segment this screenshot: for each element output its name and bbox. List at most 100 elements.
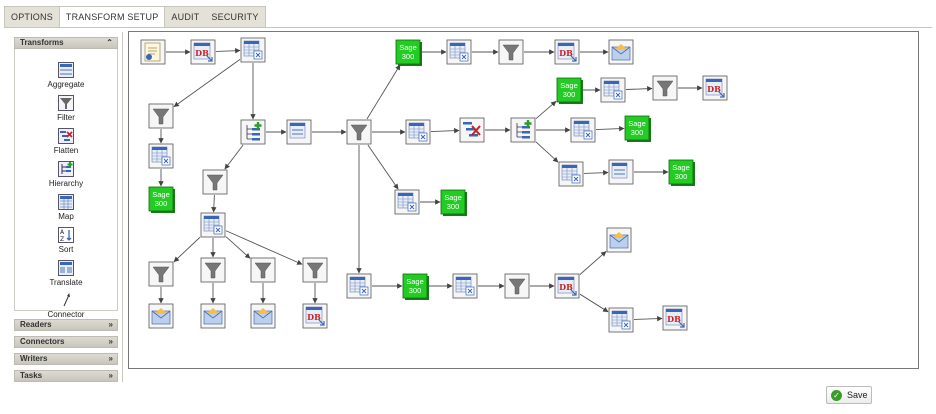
connector-line[interactable] <box>579 293 609 313</box>
connector-line[interactable] <box>625 85 653 92</box>
map-node[interactable] <box>405 119 431 145</box>
db-label: DB <box>195 48 209 58</box>
sage-label: 300 <box>402 52 415 61</box>
tool-connector[interactable]: Connector <box>15 292 117 319</box>
chevron-up-icon[interactable]: ⌃ <box>106 38 113 47</box>
tab-security[interactable]: SECURITY <box>211 12 259 22</box>
tool-label: Filter <box>57 113 75 122</box>
reader-node[interactable] <box>140 39 166 65</box>
filter-icon <box>204 262 222 279</box>
writers-section-header[interactable]: Writers » <box>14 353 118 365</box>
map-node[interactable] <box>240 37 266 63</box>
connector-line[interactable] <box>535 100 557 120</box>
db-node[interactable]: DB <box>190 39 216 65</box>
tool-translate[interactable]: Translate <box>15 260 117 287</box>
connector-line[interactable] <box>367 144 399 190</box>
chevron-down-icon[interactable]: » <box>108 320 113 329</box>
chevron-down-icon[interactable]: » <box>108 337 113 346</box>
save-button[interactable]: ✓ Save <box>826 386 872 404</box>
connector-line[interactable] <box>595 125 625 132</box>
filter-node[interactable] <box>498 39 524 65</box>
sort-icon: A Z <box>58 227 74 243</box>
db-node[interactable]: DB <box>554 39 580 65</box>
mail-node[interactable] <box>606 227 632 253</box>
filter-node[interactable] <box>200 257 226 283</box>
map-node[interactable] <box>452 273 478 299</box>
connector-line[interactable] <box>211 194 217 213</box>
map-node[interactable] <box>570 117 596 143</box>
filter-node[interactable] <box>504 273 530 299</box>
mail-node[interactable] <box>608 39 634 65</box>
filter-node[interactable] <box>302 257 328 283</box>
connector-line[interactable] <box>535 141 559 163</box>
connector-line[interactable] <box>633 315 663 322</box>
tab-audit[interactable]: AUDIT <box>171 12 200 22</box>
map-node[interactable] <box>346 273 372 299</box>
mail-node[interactable] <box>250 303 276 329</box>
map-node[interactable] <box>200 212 226 238</box>
map-node[interactable] <box>446 39 472 65</box>
db-node[interactable]: DB <box>662 305 688 331</box>
chevron-down-icon[interactable]: » <box>108 354 113 363</box>
tool-hierarchy[interactable]: Hierarchy <box>15 161 117 188</box>
filter-node[interactable] <box>148 261 174 287</box>
mail-node[interactable] <box>200 303 226 329</box>
chevron-down-icon[interactable]: » <box>108 371 113 380</box>
filter-node[interactable] <box>652 75 678 101</box>
transforms-section-header[interactable]: Transforms ⌃ <box>14 37 118 49</box>
tab-options[interactable]: OPTIONS <box>11 12 53 22</box>
translate-node[interactable] <box>608 159 634 185</box>
sage-label: 300 <box>447 202 460 211</box>
tool-map[interactable]: Map <box>15 194 117 221</box>
tool-aggregate[interactable]: Aggregate <box>15 62 117 89</box>
connector-line[interactable] <box>583 170 609 176</box>
filter-node[interactable] <box>346 119 372 145</box>
hierarchy-icon <box>246 122 262 141</box>
map-node[interactable] <box>600 77 626 103</box>
connectors-header-label: Connectors <box>20 337 65 346</box>
db-node[interactable]: DB <box>554 273 580 299</box>
filter-icon <box>508 278 526 295</box>
map-node[interactable] <box>148 143 174 169</box>
connector-line[interactable] <box>225 230 303 265</box>
readers-section-header[interactable]: Readers » <box>14 319 118 331</box>
connector-line[interactable] <box>224 144 244 170</box>
tool-filter[interactable]: Filter <box>15 95 117 122</box>
sage-label: Sage <box>560 81 578 90</box>
db-node[interactable]: DB <box>702 75 728 101</box>
hierarchy-node[interactable] <box>510 117 536 143</box>
flatten-node[interactable] <box>459 117 485 143</box>
filter-node[interactable] <box>202 169 228 195</box>
mail-node[interactable] <box>148 303 174 329</box>
tool-sort[interactable]: A Z Sort <box>15 227 117 254</box>
tasks-section-header[interactable]: Tasks » <box>14 370 118 382</box>
connector-line[interactable] <box>173 236 201 263</box>
map-node[interactable] <box>558 161 584 187</box>
connector-line[interactable] <box>225 236 251 259</box>
connector-line[interactable] <box>430 127 460 134</box>
connector-line[interactable] <box>173 58 241 108</box>
tab-transform-setup[interactable]: TRANSFORM SETUP <box>58 7 166 27</box>
hierarchy-node[interactable] <box>240 119 266 145</box>
connector-line[interactable] <box>366 64 401 120</box>
connectors-section-header[interactable]: Connectors » <box>14 336 118 348</box>
filter-node[interactable] <box>250 257 276 283</box>
db-node[interactable]: DB <box>302 303 328 329</box>
map-node[interactable] <box>608 307 634 333</box>
connector-line[interactable] <box>579 251 607 275</box>
connector-line[interactable] <box>215 48 241 54</box>
tool-flatten[interactable]: Flatten <box>15 128 117 155</box>
tab-divider <box>4 27 932 28</box>
filter-node[interactable] <box>148 103 174 129</box>
map-node[interactable] <box>394 189 420 215</box>
checkmark-icon: ✓ <box>831 390 842 401</box>
translate-node[interactable] <box>286 119 312 145</box>
